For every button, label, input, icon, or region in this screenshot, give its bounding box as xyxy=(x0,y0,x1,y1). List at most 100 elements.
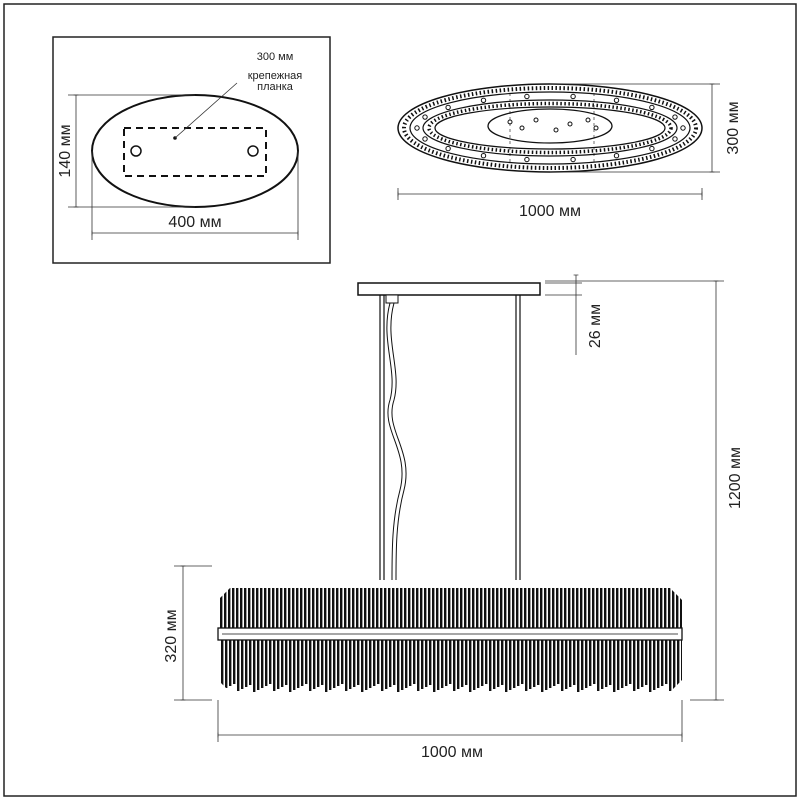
crystal-rod xyxy=(348,588,351,628)
socket-mark xyxy=(422,114,428,120)
crystal-rod xyxy=(236,588,239,628)
crystal-rod xyxy=(304,588,307,628)
crystal-rod xyxy=(265,640,268,686)
crystal-rod xyxy=(241,640,244,689)
mount-view-panel xyxy=(52,36,331,264)
crystal-rod xyxy=(496,588,499,628)
socket-mark xyxy=(570,93,576,100)
crystal-rod xyxy=(380,588,383,628)
crystal-rod xyxy=(636,588,639,628)
crystal-rod xyxy=(544,588,547,628)
crystal-rod xyxy=(632,588,635,628)
crystal-rod xyxy=(373,640,376,686)
canopy-screw xyxy=(533,117,539,123)
crystal-rod xyxy=(468,588,471,628)
crystal-rod xyxy=(433,640,436,692)
crystal-rod xyxy=(228,588,231,628)
crystal-rod xyxy=(649,640,652,692)
crystal-rod xyxy=(268,588,271,628)
top-view: 1000 мм 300 мм xyxy=(397,83,742,220)
crystal-rod xyxy=(445,640,448,686)
socket-mark xyxy=(680,125,686,131)
crystal-rod xyxy=(448,588,451,628)
crystal-rod xyxy=(593,640,596,684)
crystal-rod xyxy=(501,640,504,685)
crystal-rod xyxy=(480,588,483,628)
canopy-screw xyxy=(585,117,591,123)
socket-mark xyxy=(649,145,655,152)
crystal-rod xyxy=(613,640,616,692)
crystal-rod xyxy=(316,588,319,628)
crystal-rod xyxy=(261,640,264,688)
crystal-rod xyxy=(425,640,428,687)
crystal-rod xyxy=(416,588,419,628)
plate-length-label: 300 мм xyxy=(257,51,294,63)
crystal-rod xyxy=(656,588,659,628)
crystal-rod xyxy=(617,640,620,690)
crystal-rod xyxy=(321,640,324,685)
socket-mark xyxy=(414,125,420,131)
crystal-rod xyxy=(325,640,328,692)
crystal-rod xyxy=(545,640,548,690)
crystal-rod xyxy=(400,588,403,628)
crystal-rod xyxy=(369,640,372,688)
crystal-rod xyxy=(633,640,636,691)
crystal-rod xyxy=(573,640,576,685)
page-border xyxy=(3,3,797,797)
crystal-rod xyxy=(233,640,236,684)
crystal-rod xyxy=(500,588,503,628)
plate-caption-line2: планка xyxy=(257,81,294,93)
crystal-rod xyxy=(421,640,424,689)
crystal-rod xyxy=(481,640,484,686)
crystal-rod xyxy=(576,588,579,628)
crystal-rod xyxy=(664,588,667,628)
canopy-screw xyxy=(567,121,573,127)
crystal-rod xyxy=(385,640,388,689)
crystal-rod xyxy=(484,588,487,628)
crystal-rod xyxy=(285,640,288,685)
crystal-rod xyxy=(344,588,347,628)
crystal-rod xyxy=(273,640,276,691)
crystal-rod xyxy=(565,640,568,689)
canopy-screw xyxy=(519,125,525,131)
crystal-rod xyxy=(368,588,371,628)
crystal-rod xyxy=(436,588,439,628)
crystal-rod xyxy=(596,588,599,628)
canopy-screw xyxy=(553,127,559,133)
crystal-rod xyxy=(669,640,672,691)
crystal-rod xyxy=(605,640,608,687)
socket-mark xyxy=(422,136,428,142)
crystal-rod xyxy=(460,588,463,628)
crystal-rod xyxy=(313,640,316,689)
crystal-rod xyxy=(628,588,631,628)
crystal-rod xyxy=(472,588,475,628)
crystal-rod xyxy=(289,640,292,692)
crystal-rod xyxy=(377,640,380,684)
crystal-rod xyxy=(517,640,520,686)
crystal-rod xyxy=(549,640,552,688)
crystal-rod xyxy=(392,588,395,628)
crystal-rod xyxy=(537,640,540,685)
crystal-rod xyxy=(580,588,583,628)
crystal-rod xyxy=(644,588,647,628)
mount-width-label: 400 мм xyxy=(168,214,221,231)
crystal-rod xyxy=(668,588,671,628)
crystal-rod xyxy=(336,588,339,628)
crystal-rod xyxy=(541,640,544,692)
crystal-rod xyxy=(372,588,375,628)
crystal-rod xyxy=(284,588,287,628)
crystal-rod xyxy=(365,640,368,690)
crystal-rod xyxy=(476,588,479,628)
crystal-rod xyxy=(245,640,248,687)
crystal-rod xyxy=(424,588,427,628)
crystal-rod xyxy=(557,640,560,684)
crystal-rod xyxy=(440,588,443,628)
crystal-rod xyxy=(505,640,508,692)
crystal-rod xyxy=(604,588,607,628)
crystal-rod xyxy=(588,588,591,628)
socket-mark xyxy=(649,104,655,111)
crystal-rod xyxy=(457,640,460,689)
socket-mark xyxy=(445,145,451,152)
crystal-rod xyxy=(309,640,312,691)
crystal-rod xyxy=(560,588,563,628)
